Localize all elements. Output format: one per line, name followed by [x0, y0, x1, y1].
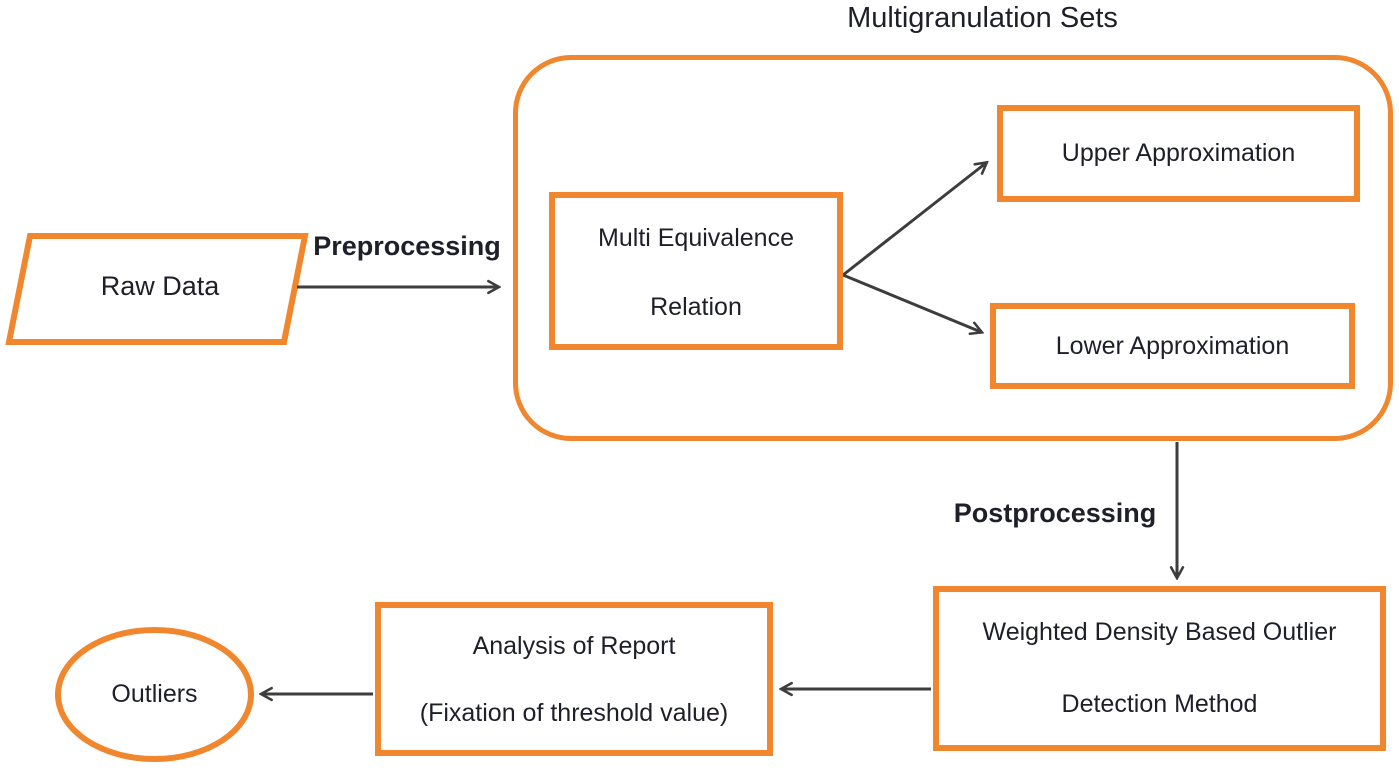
node-multi-equivalence-relation: Multi Equivalence Relation [549, 192, 843, 350]
edge-label-postprocessing: Postprocessing [953, 498, 1157, 528]
node-multi-equivalence-line2: Relation [650, 293, 742, 322]
node-weighted-density-outlier: Weighted Density Based Outlier Detection… [933, 586, 1386, 751]
node-lower-approximation: Lower Approximation [990, 303, 1355, 389]
node-upper-approximation: Upper Approximation [997, 105, 1360, 202]
node-analysis-line2: (Fixation of threshold value) [419, 699, 729, 728]
node-lower-approximation-label: Lower Approximation [1055, 331, 1290, 360]
node-outliers-label: Outliers [111, 680, 198, 709]
node-analysis-of-report: Analysis of Report (Fixation of threshol… [375, 602, 773, 756]
node-weighted-density-line1: Weighted Density Based Outlier [982, 618, 1337, 646]
node-weighted-density-line2: Detection Method [1061, 690, 1258, 719]
node-analysis-line1: Analysis of Report [472, 632, 676, 660]
multigranulation-sets-container [513, 55, 1393, 441]
node-multi-equivalence-line1: Multi Equivalence [598, 224, 794, 252]
edge-label-preprocessing: Preprocessing [313, 231, 501, 261]
node-raw-data-label: Raw Data [100, 271, 220, 301]
diagram-title: Multigranulation Sets [847, 2, 1118, 34]
node-upper-approximation-label: Upper Approximation [1061, 139, 1296, 168]
node-outliers: Outliers [55, 627, 254, 762]
